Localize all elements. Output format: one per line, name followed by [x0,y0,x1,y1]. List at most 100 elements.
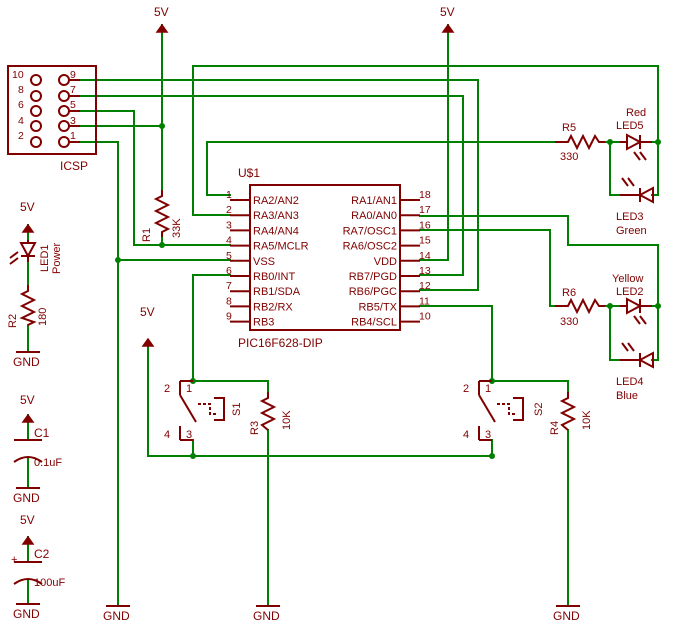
icsp-header: 10 8 6 4 2 9 7 5 3 1 ICSP [7,65,97,173]
vcc-symbol-switch: 5V [140,305,155,347]
s1-pin: 2 [164,383,170,395]
pin-label: RA4/AN4 [253,225,299,237]
pin-number: 2 [226,204,232,216]
pin-label: RB5/TX [358,301,397,313]
gnd-symbol-r3: GND [253,605,280,623]
r4-name: R4 [549,421,561,435]
led5-color: Red [626,107,646,119]
vcc-label: 5V [20,393,35,407]
pin-number: 7 [226,280,232,292]
icsp-pin-label: 6 [18,99,24,111]
led-led1: LED1 Power [9,240,63,274]
gnd-symbol-r4: GND [553,605,580,623]
c1-name: C1 [34,426,50,440]
ic-part: PIC16F628-DIP [238,336,323,350]
s2-pin: 1 [485,383,491,395]
capacitor-c2: + C2 100uF [11,547,65,589]
s1-pin: 1 [186,383,192,395]
vcc-label: 5V [440,5,455,19]
led1-color: Power [51,242,63,274]
icsp-pin-label: 5 [70,99,76,111]
pin-label: RB6/PGC [349,286,397,298]
junction-dots [115,123,661,459]
led1-name: LED1 [39,244,51,272]
icsp-pin-label: 7 [70,84,76,96]
pin-number: 12 [419,280,431,292]
led4-color: Blue [616,390,638,402]
wires [27,24,659,607]
r5-value: 330 [560,151,578,163]
c2-polarity: + [11,554,17,566]
c2-name: C2 [34,547,50,561]
vcc-label: 5V [20,200,35,214]
r1-value: 33K [171,218,183,238]
icsp-pin-label: 4 [18,115,24,127]
vcc-label: 5V [20,513,35,527]
resistor-r6: R6 330 [555,287,605,328]
vcc-symbol-r1: 5V [154,5,169,33]
pin-number: 17 [419,204,431,216]
vcc-label: 5V [140,305,155,319]
icsp-pin-label: 3 [70,115,76,127]
gnd-label: GND [13,607,40,621]
pin-label: RA5/MCLR [253,241,309,253]
s1-pin: 4 [164,429,170,441]
pin-label: RB0/INT [253,271,295,283]
pin-number: 13 [419,265,431,277]
vcc-symbol-vdd: 5V [440,5,455,33]
icsp-pin-label: 9 [70,69,76,81]
icsp-pins [30,74,70,148]
r2-name: R2 [7,314,19,328]
gnd-label: GND [13,355,40,369]
gnd-label: GND [553,609,580,623]
resistor-r1: R1 33K [141,190,183,242]
pin-number: 16 [419,219,431,231]
pin-number: 15 [419,235,431,247]
pin-label: RB1/SDA [253,286,301,298]
resistor-r5: R5 330 [555,122,605,163]
r2-value: 180 [37,308,49,326]
r3-value: 10K [281,410,293,430]
pin-label: RB3 [253,317,274,329]
r4-value: 10K [581,410,593,430]
led4-name: LED4 [616,376,644,388]
pin-number: 9 [226,311,232,323]
c1-value: 0.1uF [34,457,62,469]
icsp-label: ICSP [60,159,88,173]
pin-label: RA1/AN1 [351,195,397,207]
pin-label: RA3/AN3 [253,210,299,222]
resistor-r3: R3 10K [249,392,293,435]
s2-pin: 3 [485,429,491,441]
pin-label: VDD [374,256,397,268]
gnd-symbol-c1: GND [13,487,40,505]
r6-name: R6 [562,287,576,299]
r1-name: R1 [141,228,153,242]
gnd-label: GND [103,609,130,623]
s1-name: S1 [231,403,243,416]
c2-value: 100uF [34,577,65,589]
r6-value: 330 [560,316,578,328]
vcc-label: 5V [154,5,169,19]
s2-pin: 4 [463,429,469,441]
pin-number: 14 [419,250,431,262]
vcc-symbol-c1: 5V [20,393,35,423]
gnd-label: GND [13,491,40,505]
vcc-symbol-led1: 5V [20,200,35,233]
gnd-label: GND [253,609,280,623]
led-led4: LED4 Blue [616,342,654,402]
pin-label: RB2/RX [253,301,293,313]
